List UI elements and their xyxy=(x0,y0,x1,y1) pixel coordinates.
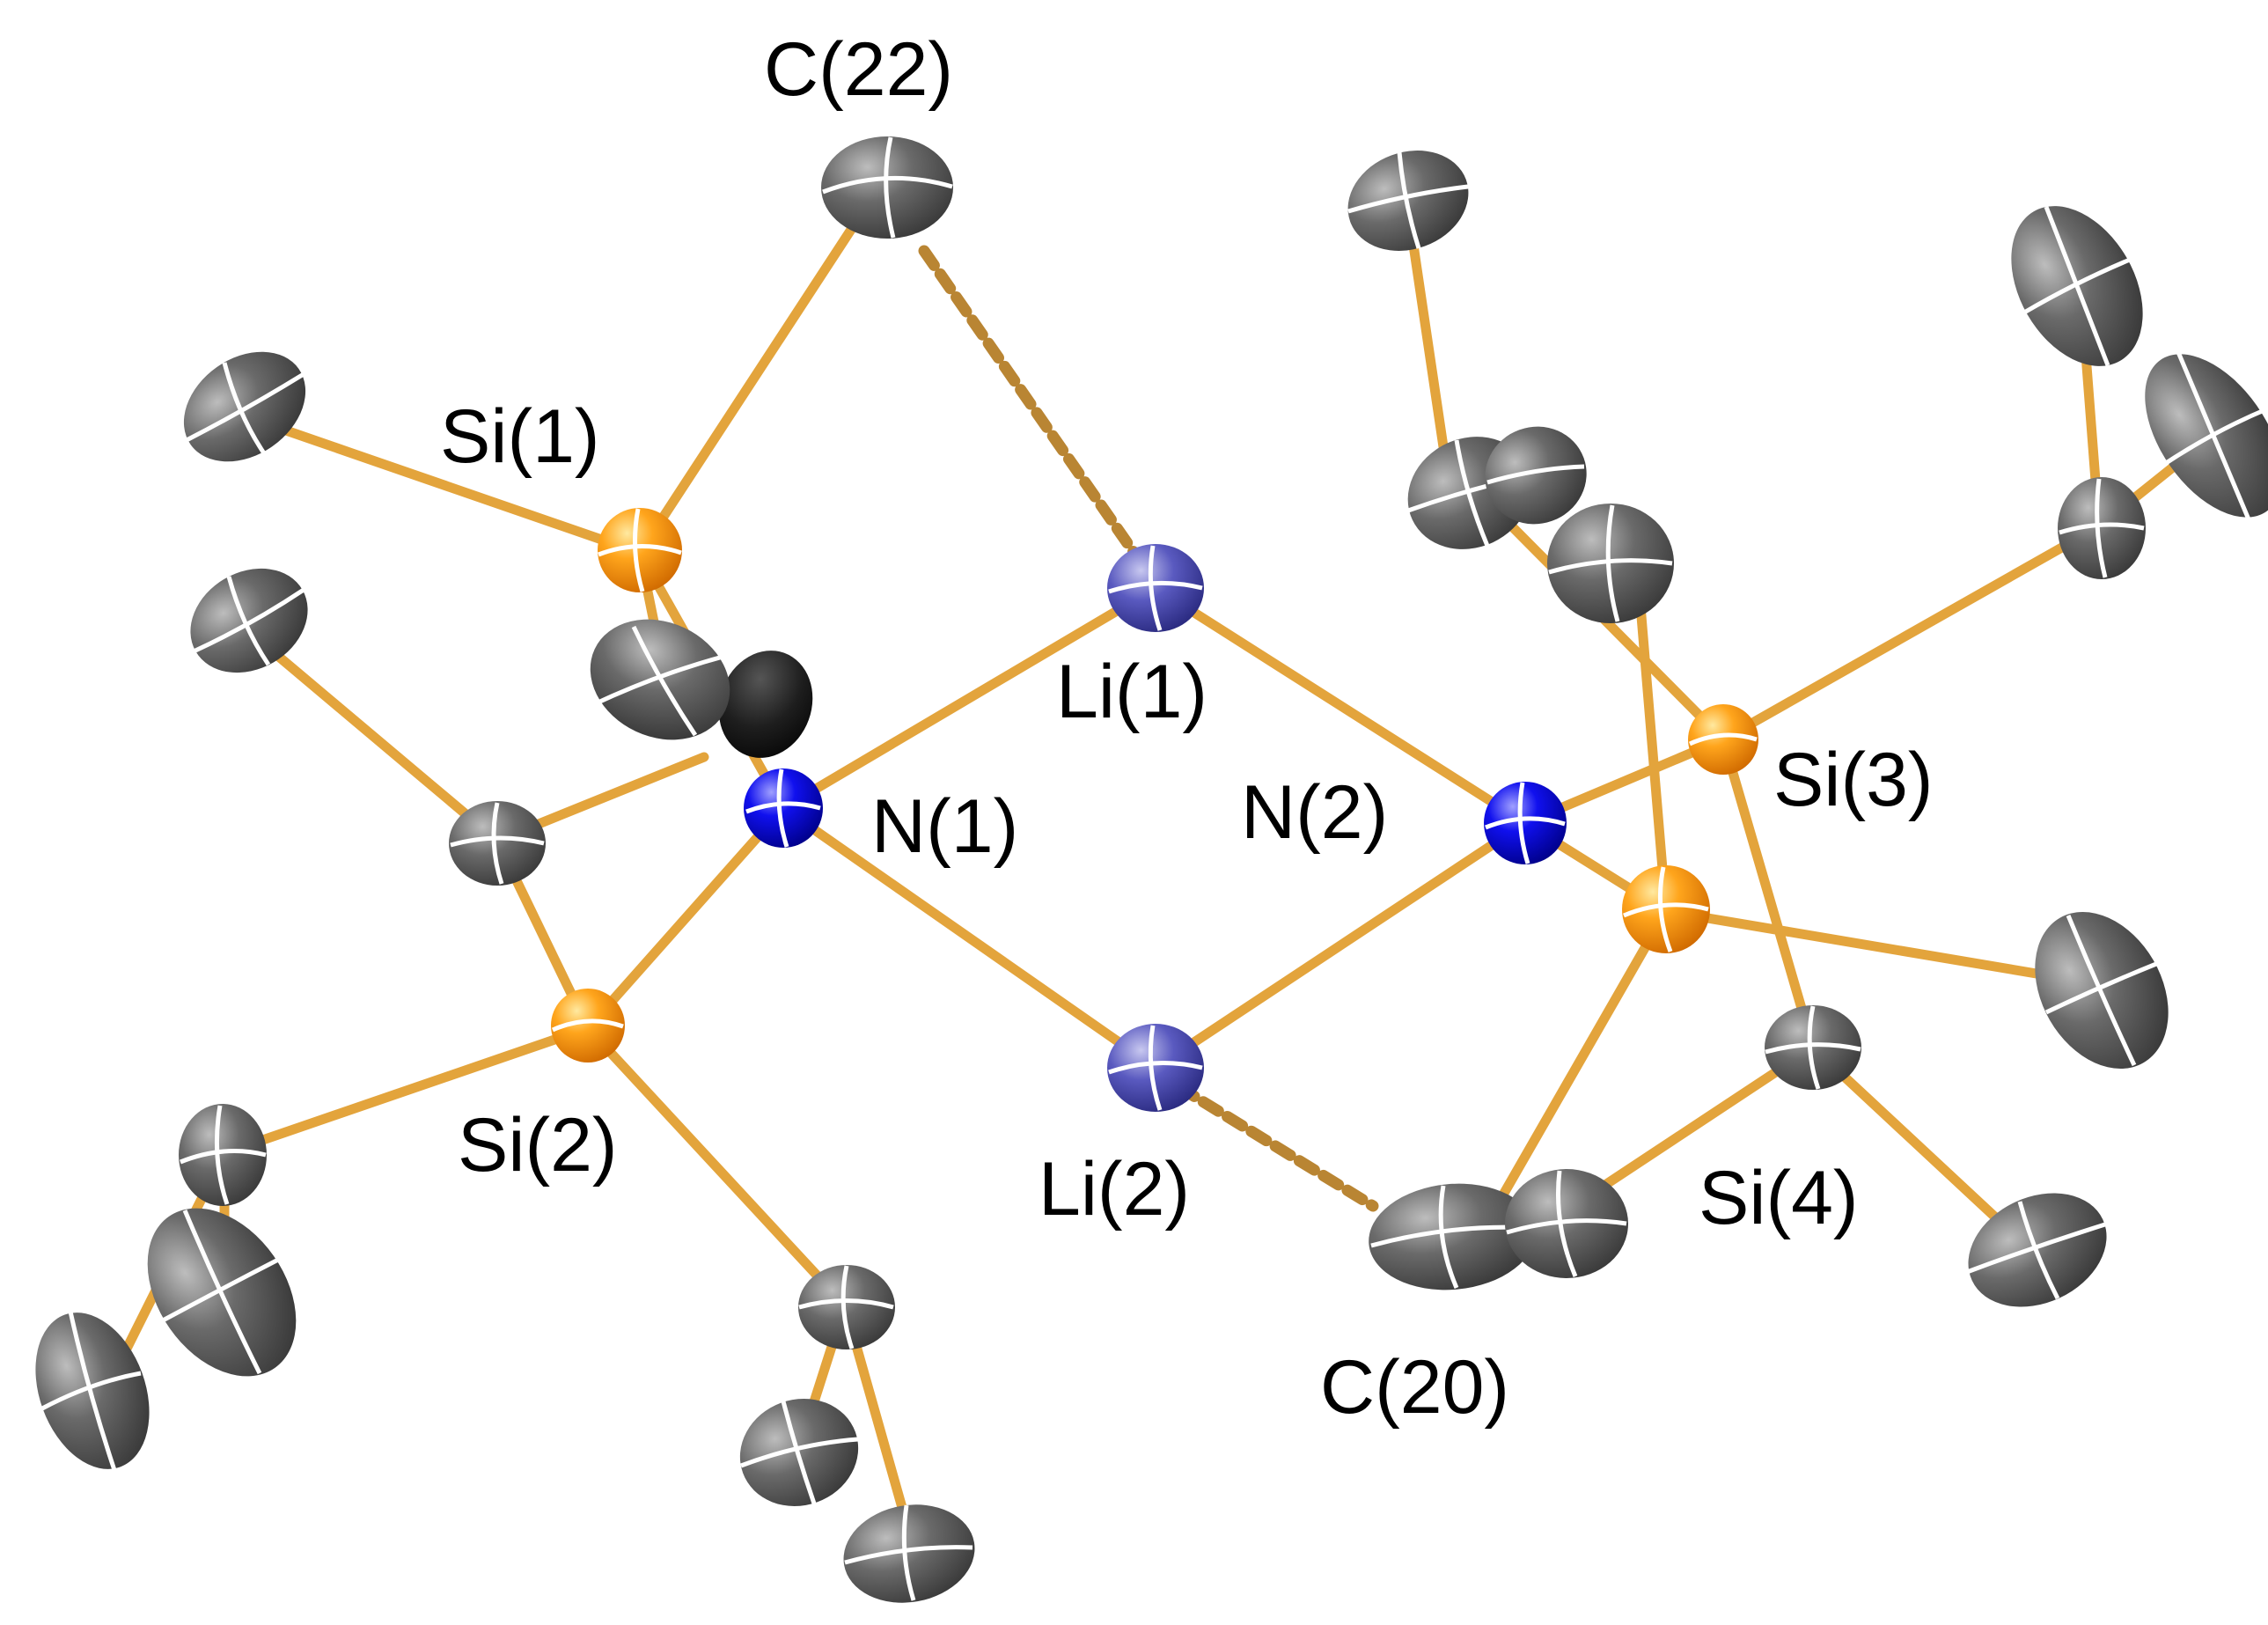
bond-si2-ch-lower xyxy=(583,1023,850,1311)
carbon-atom-lower-left-ch xyxy=(179,1104,267,1206)
carbon-atom-lower-m1 xyxy=(739,1399,859,1506)
carbon-atom-ch-left xyxy=(449,801,546,886)
carbon-atom-front-dark xyxy=(718,651,813,758)
bond-n1-si2 xyxy=(583,803,789,1033)
contact-li2-c20 xyxy=(1173,1081,1379,1212)
silicon-atom-si2 xyxy=(551,989,625,1062)
carbon-atom-front xyxy=(590,619,730,740)
carbon-atom-lower-ch xyxy=(798,1265,895,1349)
label-c20: C(20) xyxy=(1320,1345,1509,1430)
bond-si2-ch-lower-left xyxy=(219,1023,593,1158)
carbon-atom-upper-right-methyl-a xyxy=(1347,151,1469,251)
silicon-atom-si1 xyxy=(598,508,682,592)
bond-si1-c22 xyxy=(635,187,881,558)
carbon-atom-lower-m2 xyxy=(843,1504,975,1603)
silicon-atom-si4 xyxy=(1622,865,1710,953)
carbon-atom-lower-left-m1 xyxy=(35,1311,150,1471)
bond-ch-lower-right-right xyxy=(1808,1042,2034,1254)
bonds-layer xyxy=(109,187,2223,1550)
carbon-atom-right-methyl xyxy=(2035,911,2169,1070)
label-si2: Si(2) xyxy=(458,1103,618,1188)
carbon-atom-lower-left-m2 xyxy=(147,1208,297,1377)
bond-si4-methyl-right xyxy=(1661,906,2104,989)
carbon-atom-upper-ch-c xyxy=(1547,504,1674,623)
bond-si4-c20 xyxy=(1484,906,1671,1224)
label-si4: Si(4) xyxy=(1699,1156,1859,1240)
label-si1: Si(1) xyxy=(440,394,600,479)
bond-ch-methyl-upper xyxy=(241,624,503,846)
carbon-atom-ch-upper-left-methyl xyxy=(190,568,308,673)
label-n2: N(2) xyxy=(1241,770,1388,855)
silicon-atom-si3 xyxy=(1688,704,1758,775)
bond-si3-ch-si4side xyxy=(1718,734,1818,1053)
carbon-atom-c22 xyxy=(821,136,953,239)
carbon-atom-si1-methyl xyxy=(183,351,306,462)
atoms-layer xyxy=(35,136,2268,1603)
lithium-atom-li2 xyxy=(1107,1024,1204,1112)
label-li1: Li(1) xyxy=(1056,650,1207,734)
labels-layer: C(22) Si(1) Li(1) N(1) N(2) Si(3) Si(2) … xyxy=(440,27,1934,1430)
label-si3: Si(3) xyxy=(1773,738,1934,822)
bond-n1-li1 xyxy=(778,583,1161,813)
carbon-atom-right-top-m2 xyxy=(2145,351,2268,520)
carbon-atom-right-ch xyxy=(2058,477,2146,579)
bond-si3-ch-upper xyxy=(1491,505,1729,745)
carbon-atom-c20-neighbor xyxy=(1505,1169,1628,1278)
label-c22: C(22) xyxy=(764,27,953,112)
contact-li1-c22 xyxy=(918,245,1141,561)
label-li2: Li(2) xyxy=(1039,1147,1190,1232)
bond-si3-ch-right xyxy=(1718,521,2104,745)
nitrogen-atom-n2 xyxy=(1484,782,1567,864)
label-n1: N(1) xyxy=(871,784,1018,869)
bond-n2-li2 xyxy=(1150,818,1530,1073)
bond-n2-li1 xyxy=(1150,583,1530,828)
bond-si1-methyl-left xyxy=(232,408,645,558)
nitrogen-atom-n1 xyxy=(744,768,823,848)
carbon-atom-lower-right-methyl xyxy=(1966,1193,2109,1307)
lithium-atom-li1 xyxy=(1107,544,1204,632)
carbon-atom-upper-ch-b xyxy=(1485,426,1587,525)
bond-si4-ch-upper xyxy=(1632,558,1671,916)
carbon-atom-right-top-m1 xyxy=(2011,206,2143,366)
carbon-atom-si4-ch xyxy=(1765,1005,1861,1090)
bond-n1-li2 xyxy=(778,803,1161,1073)
